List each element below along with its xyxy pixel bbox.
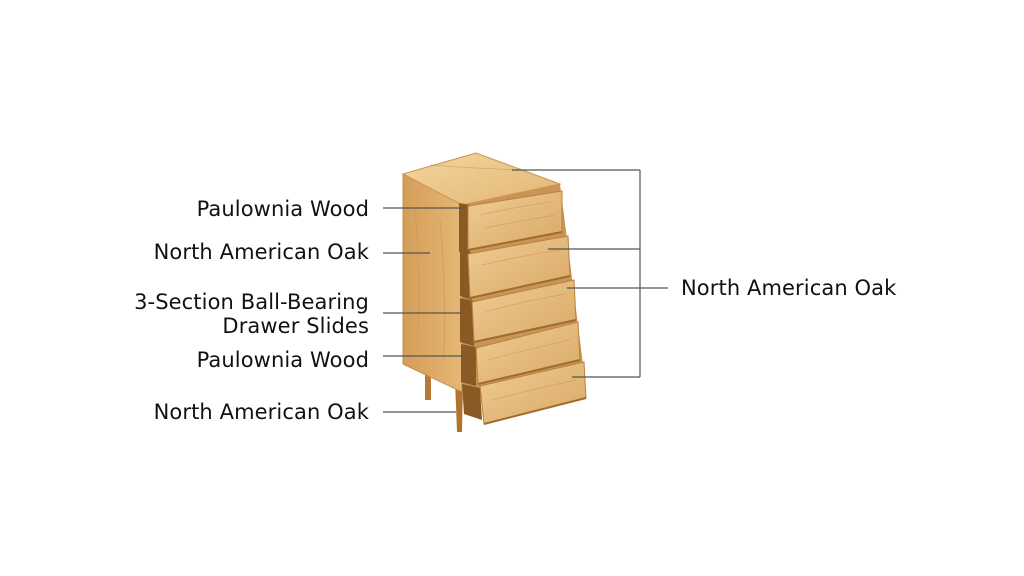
right-bracket	[512, 169, 668, 378]
wood-grain	[414, 164, 577, 401]
dresser-legs	[425, 362, 463, 432]
label-paulownia-wood-top: Paulownia Wood	[196, 197, 369, 221]
leg-back-left	[425, 362, 431, 400]
label-drawer-slides: 3-Section Ball-Bearing Drawer Slides	[134, 290, 369, 338]
label-north-american-oak-side: North American Oak	[153, 240, 369, 264]
drawers	[459, 190, 587, 425]
drawer-4	[461, 321, 581, 386]
drawer-1	[459, 190, 563, 255]
label-paulownia-wood-drawer: Paulownia Wood	[196, 348, 369, 372]
label-drawer-slides-line2: Drawer Slides	[222, 314, 369, 338]
dresser-side-panel	[402, 173, 463, 393]
label-north-american-oak-legs: North American Oak	[153, 400, 369, 424]
drawer-5	[462, 361, 587, 425]
label-drawer-slides-line1: 3-Section Ball-Bearing	[134, 290, 369, 314]
left-leader-lines	[383, 207, 466, 413]
leg-front-left	[455, 380, 463, 432]
label-north-american-oak-fronts: North American Oak	[681, 276, 897, 300]
drawer-3	[460, 279, 577, 346]
drawer-2	[460, 235, 571, 300]
